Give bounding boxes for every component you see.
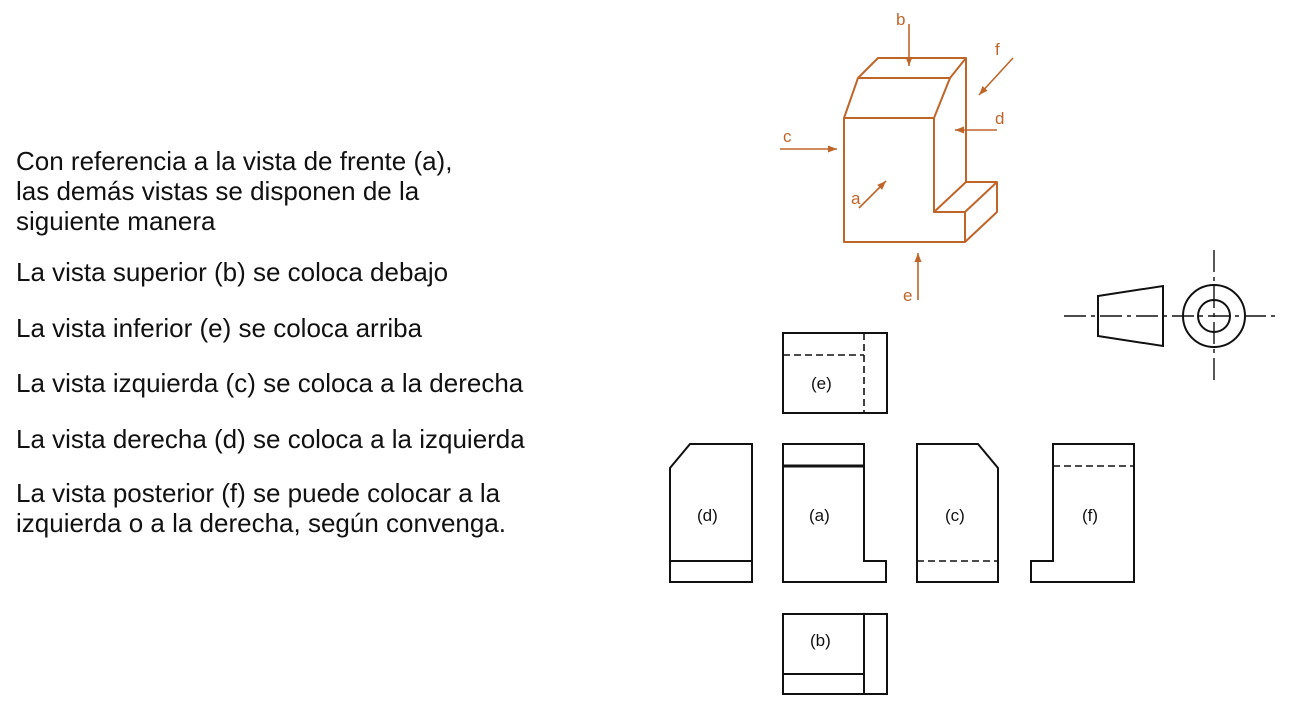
view-e <box>782 332 888 414</box>
isometric-object <box>843 57 998 243</box>
rule-left-view: La vista izquierda (c) se coloca a la de… <box>16 368 524 398</box>
intro-line-1: Con referencia a la vista de frente (a), <box>16 146 453 176</box>
view-arrow-labels: b f d c a e <box>783 10 1004 305</box>
view-arrows <box>780 24 1014 300</box>
rule-rear-line-1: La vista posterior (f) se puede colocar … <box>16 478 501 508</box>
arrow-label-f: f <box>995 40 1000 59</box>
view-f <box>1030 443 1135 583</box>
arrow-label-c: c <box>783 127 792 146</box>
rule-bottom-view: La vista inferior (e) se coloca arriba <box>16 313 423 343</box>
view-labels: (e) (d) (a) (c) (f) (b) <box>697 374 1098 650</box>
arrow-label-b: b <box>896 10 905 29</box>
view-label-f: (f) <box>1082 506 1098 525</box>
arrow-label-e: e <box>903 286 912 305</box>
view-d <box>669 443 753 583</box>
projection-symbol <box>1064 250 1278 384</box>
intro-line-2: las demás vistas se disponen de la <box>16 176 420 206</box>
view-label-c: (c) <box>945 506 965 525</box>
rule-right-view: La vista derecha (d) se coloca a la izqu… <box>16 424 525 454</box>
arrow-label-d: d <box>995 109 1004 128</box>
intro-text: Con referencia a la vista de frente (a),… <box>16 146 616 236</box>
view-b <box>782 613 888 695</box>
arrow-label-a: a <box>851 189 861 208</box>
rule-rear-line-2: izquierda o a la derecha, según convenga… <box>16 508 507 538</box>
rule-top-view: La vista superior (b) se coloca debajo <box>16 257 449 287</box>
view-label-a: (a) <box>809 506 830 525</box>
rule-rear-view: La vista posterior (f) se puede colocar … <box>16 478 506 538</box>
view-label-b: (b) <box>810 631 831 650</box>
view-label-d: (d) <box>697 506 718 525</box>
intro-line-3: siguiente manera <box>16 206 216 236</box>
view-label-e: (e) <box>811 374 832 393</box>
view-a <box>782 443 887 583</box>
view-c <box>916 443 999 583</box>
